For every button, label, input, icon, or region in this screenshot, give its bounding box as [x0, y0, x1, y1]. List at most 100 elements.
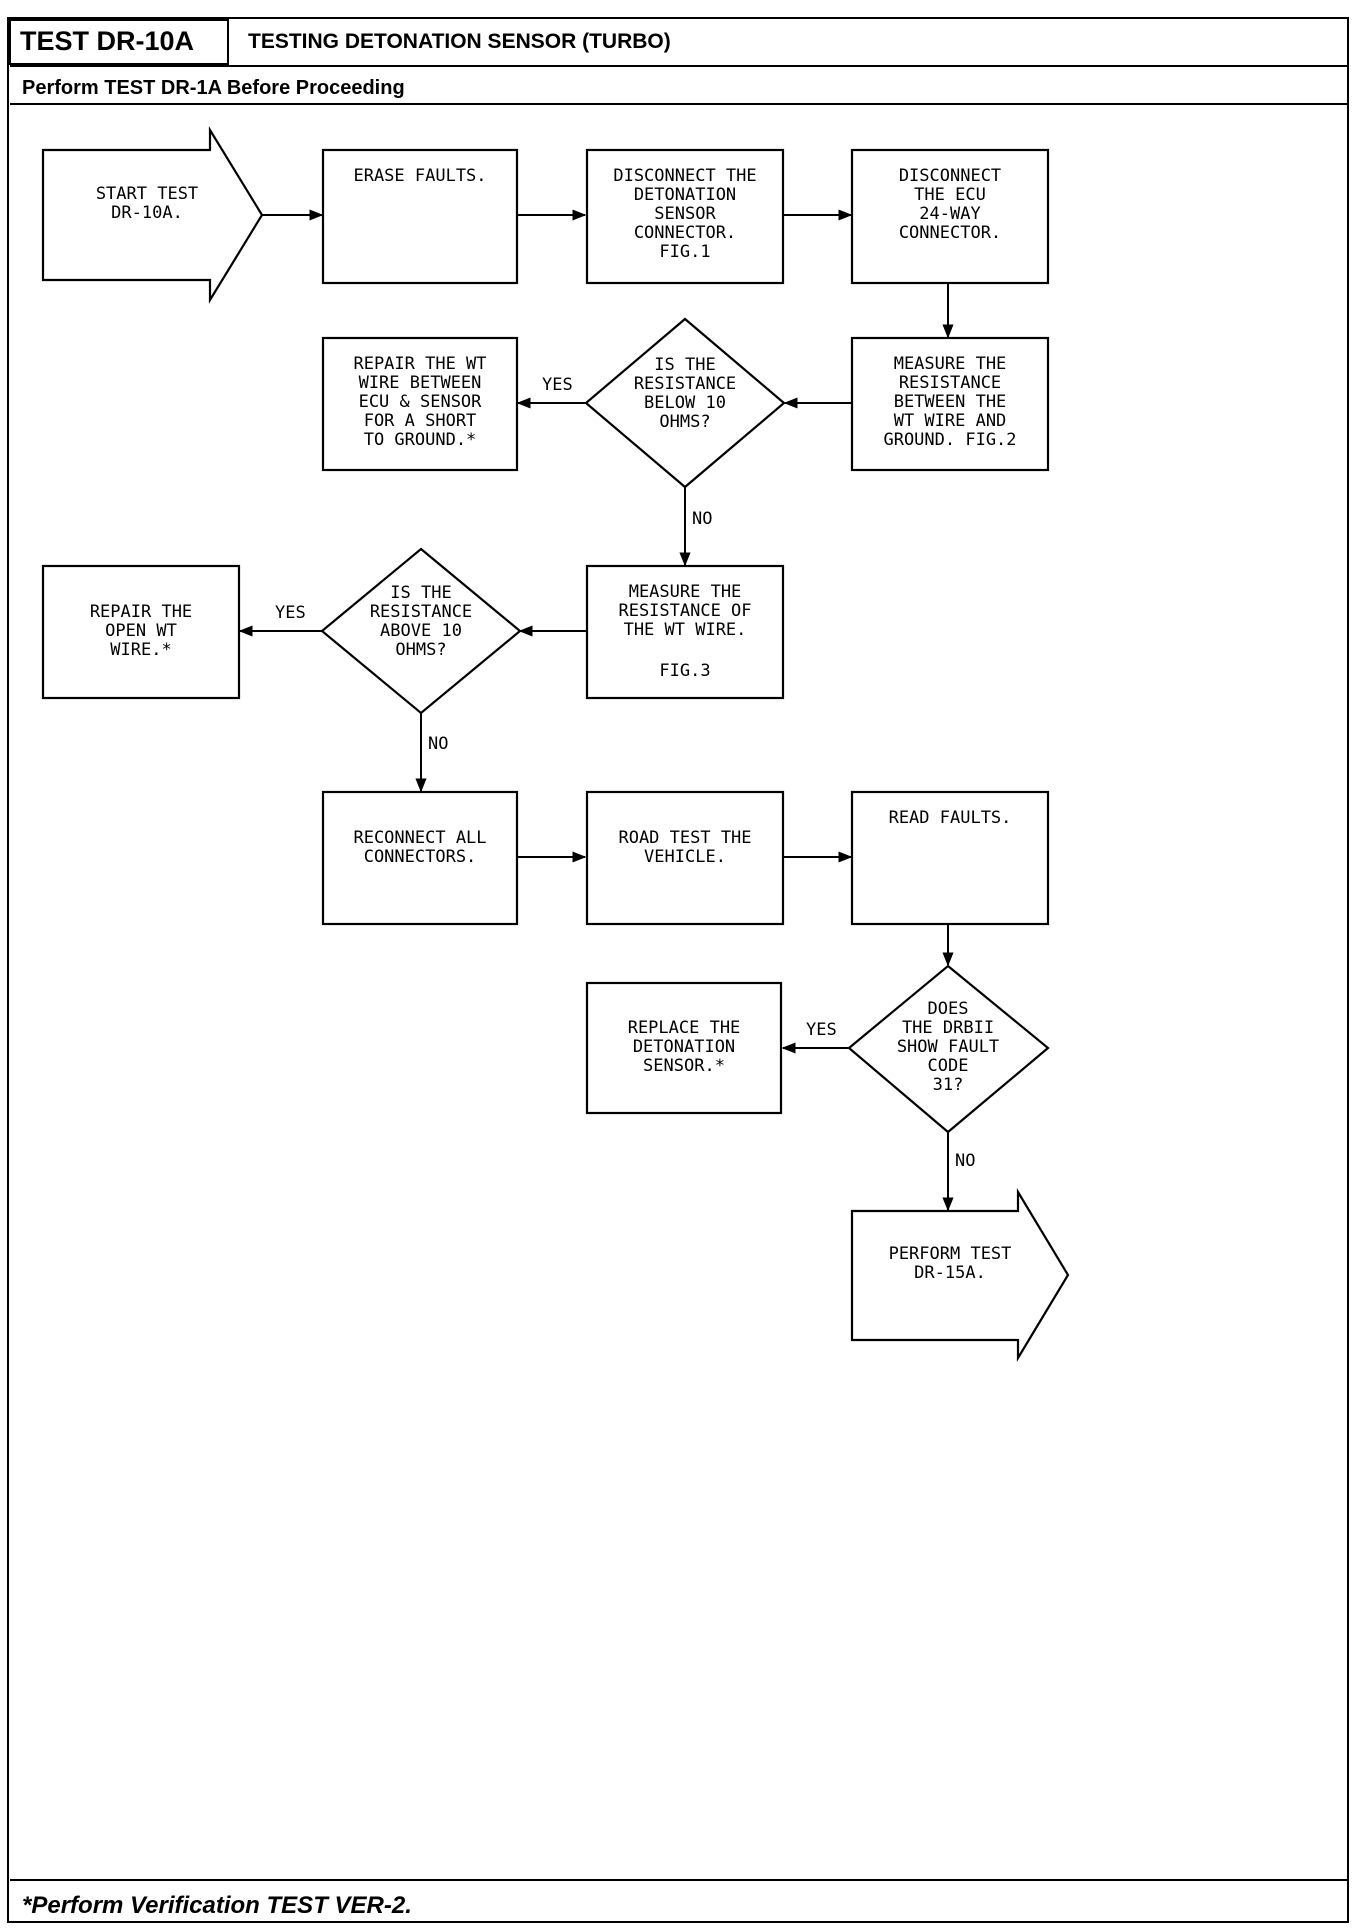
node-line: IS THE	[654, 355, 715, 375]
node-line: DR-10A.	[111, 203, 183, 223]
node-line: DOES	[928, 999, 969, 1019]
node-line: ERASE FAULTS.	[353, 166, 486, 186]
read-faults-box	[850, 790, 1050, 926]
test-id-box	[9, 19, 229, 65]
measure-ground-box	[850, 336, 1050, 472]
node-line: THE WT WIRE.	[624, 620, 747, 640]
repair-open-box	[41, 564, 241, 700]
footer-note: *Perform Verification TEST VER-2.	[22, 1892, 412, 1919]
node-line: FOR A SHORT	[364, 411, 477, 431]
label-q-above-no: NO	[428, 734, 448, 754]
prerequisite-text: Perform TEST DR-1A Before Proceeding	[22, 77, 405, 99]
node-line: CONNECTORS.	[364, 847, 477, 867]
node-text-erase: ERASE FAULTS.	[353, 166, 486, 186]
node-line: WT WIRE AND	[894, 411, 1007, 431]
start-arrow-shape	[41, 126, 264, 304]
node-line: 24-WAY	[919, 204, 980, 224]
q-above-diamond	[320, 547, 522, 715]
node-line: PERFORM TEST	[889, 1244, 1012, 1264]
node-line: WIRE BETWEEN	[359, 373, 482, 393]
perform-arrow-shape	[850, 1188, 1070, 1362]
node-line: MEASURE THE	[894, 354, 1007, 374]
node-extra-measure-wire: FIG.3	[659, 661, 710, 681]
page-border	[7, 17, 1349, 1923]
label-q-above-yes: YES	[275, 603, 306, 623]
node-line: OPEN WT	[105, 621, 177, 641]
node-line: DISCONNECT THE	[613, 166, 756, 186]
node-line: THE DRBII	[902, 1018, 994, 1038]
node-line: CONNECTOR.	[899, 223, 1001, 243]
node-line: MEASURE THE	[629, 582, 742, 602]
measure-wire-box	[585, 564, 785, 700]
page-title: TESTING DETONATION SENSOR (TURBO)	[248, 30, 671, 53]
node-line: BELOW 10	[644, 393, 726, 413]
node-line: ABOVE 10	[380, 621, 462, 641]
node-line: DETONATION	[633, 1037, 735, 1057]
node-line: RESISTANCE	[370, 602, 472, 622]
node-line: RESISTANCE OF	[618, 601, 751, 621]
label-q-below-no: NO	[692, 509, 712, 529]
label-q-below-yes: YES	[542, 375, 573, 395]
node-line: DISCONNECT	[899, 166, 1001, 186]
node-line: OHMS?	[659, 412, 710, 432]
node-line: 31?	[933, 1075, 964, 1095]
node-line: GROUND. FIG.2	[883, 430, 1016, 450]
node-line: RECONNECT ALL	[353, 828, 486, 848]
disconnect-sensor-box	[585, 148, 785, 285]
node-line: SENSOR	[654, 204, 716, 224]
reconnect-box	[321, 790, 519, 926]
label-q-code-yes: YES	[806, 1020, 837, 1040]
node-line: RESISTANCE	[634, 374, 736, 394]
node-line: ROAD TEST THE	[618, 828, 751, 848]
node-line: ECU & SENSOR	[359, 392, 483, 412]
erase-box	[321, 148, 519, 285]
node-line: DR-15A.	[914, 1263, 986, 1283]
node-shapes	[41, 126, 1070, 1362]
node-line: REPLACE THE	[628, 1018, 741, 1038]
node-line: VEHICLE.	[644, 847, 726, 867]
q-below-diamond	[584, 317, 786, 489]
node-line: THE ECU	[914, 185, 986, 205]
repair-short-box	[321, 336, 519, 472]
node-line: SHOW FAULT	[897, 1037, 999, 1057]
node-line: BETWEEN THE	[894, 392, 1007, 412]
replace-sensor-box	[585, 981, 783, 1115]
node-line: SENSOR.*	[643, 1056, 725, 1076]
node-line: REPAIR THE WT	[353, 354, 486, 374]
road-test-box	[585, 790, 785, 926]
node-line: CODE	[928, 1056, 969, 1076]
disconnect-ecu-box	[850, 148, 1050, 285]
node-line: REPAIR THE	[90, 602, 192, 622]
node-line: OHMS?	[395, 640, 446, 660]
node-line: IS THE	[390, 583, 451, 603]
q-code-diamond	[847, 964, 1050, 1134]
node-line: READ FAULTS.	[889, 808, 1012, 828]
node-text-read-faults: READ FAULTS.	[889, 808, 1012, 828]
connectors	[238, 209, 954, 1212]
node-line: CONNECTOR.	[634, 223, 736, 243]
node-line: WIRE.*	[110, 640, 171, 660]
node-line: START TEST	[96, 184, 198, 204]
test-id: TEST DR-10A	[20, 26, 194, 56]
node-line: RESISTANCE	[899, 373, 1001, 393]
label-q-code-no: NO	[955, 1151, 975, 1171]
node-line: FIG.1	[659, 242, 710, 262]
node-line: TO GROUND.*	[364, 430, 477, 450]
node-line: DETONATION	[634, 185, 736, 205]
